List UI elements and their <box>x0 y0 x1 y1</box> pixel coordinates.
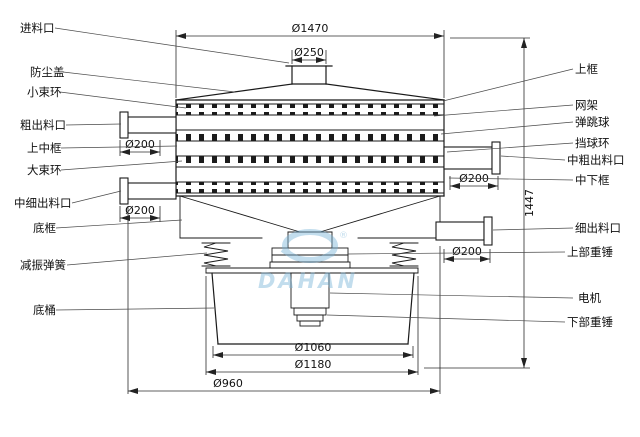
dim-outlet-left-lower-text: Ø200 <box>125 204 155 217</box>
dim-flange-text: Ø1180 <box>295 358 332 371</box>
dim-inlet-diameter: Ø250 <box>291 46 327 64</box>
base-drum <box>211 272 415 345</box>
label-bouncing-ball: 弹跳球 <box>575 115 610 129</box>
damping-spring-right <box>389 242 419 267</box>
dim-outlet-right-lower-text: Ø200 <box>452 245 482 258</box>
label-dust-cover: 防尘盖 <box>30 65 65 79</box>
dim-top-diameter-text: Ø1470 <box>292 22 329 35</box>
screen-band-2 <box>175 129 445 142</box>
label-mesh-frame: 网架 <box>575 98 598 112</box>
leader-upper-weight <box>347 251 566 255</box>
label-ball-stop-ring: 挡球环 <box>575 136 610 150</box>
leader-lower-weight <box>326 314 566 323</box>
dim-outlet-left-upper-text: Ø200 <box>125 138 155 151</box>
dim-total-height: 1447 <box>424 37 536 369</box>
leader-ball-stop-ring <box>446 142 574 153</box>
dim-outlet-left-upper: Ø200 <box>119 138 161 156</box>
dim-outlet-right-lower: Ø200 <box>443 245 491 263</box>
vibration-assembly <box>205 231 419 327</box>
label-mid-coarse-outlet: 中粗出料口 <box>567 153 625 167</box>
leader-fine-outlet <box>492 227 574 231</box>
damping-spring-left <box>201 242 231 267</box>
screen-band-1 <box>175 103 445 116</box>
label-fine-outlet: 细出料口 <box>575 221 621 235</box>
leader-lines <box>54 27 574 323</box>
label-small-clamp-ring: 小束环 <box>27 85 62 99</box>
leader-mid-lower-frame <box>448 177 574 181</box>
outlet-spout-right-lower <box>435 216 493 246</box>
label-damping-spring: 减振弹簧 <box>20 258 66 272</box>
leader-damping-spring <box>66 252 208 266</box>
dim-base-upper-diameter: Ø1060 <box>212 341 414 358</box>
leader-mid-coarse-outlet <box>500 155 566 161</box>
logo-swirl-icon <box>282 229 338 263</box>
dimensions: Ø1470 Ø250 Ø200 Ø200 Ø200 <box>119 22 536 394</box>
feed-inlet <box>285 65 333 85</box>
label-base-drum: 底桶 <box>33 303 56 317</box>
leader-mesh-frame <box>433 104 574 117</box>
watermark-logo: DAHAN ® <box>258 229 358 293</box>
label-feed-inlet: 进料口 <box>20 21 55 35</box>
label-upper-middle-frame: 上中框 <box>27 141 62 155</box>
leader-large-clamp-ring <box>60 160 183 171</box>
leader-motor <box>329 292 574 299</box>
leader-bottom-frame <box>55 219 183 229</box>
leader-feed-inlet <box>54 27 290 64</box>
leader-small-clamp-ring <box>59 91 187 109</box>
label-bottom-frame: 底框 <box>33 221 56 235</box>
outlet-spout-left-upper <box>119 111 177 139</box>
leader-upper-middle-frame <box>60 145 178 149</box>
dim-base-lower-text: Ø960 <box>213 377 243 390</box>
label-lower-weight: 下部重锤 <box>567 315 613 329</box>
dim-base-upper-text: Ø1060 <box>295 341 332 354</box>
screen-band-3 <box>175 155 445 168</box>
label-coarse-outlet: 粗出料口 <box>20 118 66 132</box>
label-upper-weight: 上部重锤 <box>567 245 613 259</box>
label-large-clamp-ring: 大束环 <box>27 163 62 177</box>
label-mid-fine-outlet: 中细出料口 <box>14 196 72 210</box>
outlet-spout-right-upper <box>443 141 501 175</box>
dim-inlet-diameter-text: Ø250 <box>294 46 324 59</box>
dim-flange-diameter: Ø1180 <box>205 276 419 375</box>
part-labels: 进料口 防尘盖 小束环 粗出料口 上中框 大束环 中细出料口 底框 减振弹簧 底… <box>14 21 625 329</box>
label-motor: 电机 <box>578 291 601 305</box>
logo-swoosh-icon <box>280 248 335 262</box>
dim-base-lower-diameter: Ø960 <box>127 206 441 394</box>
screen-band-4 <box>175 181 445 194</box>
leader-coarse-outlet <box>65 123 122 126</box>
label-mid-lower-frame: 中下框 <box>575 173 610 187</box>
dim-outlet-left-lower: Ø200 <box>119 204 161 222</box>
leader-bouncing-ball <box>440 121 574 135</box>
lower-weight-disc-3 <box>299 320 321 327</box>
watermark-brand-text: DAHAN <box>258 269 358 293</box>
leader-base-drum <box>55 307 215 311</box>
leader-upper-frame <box>442 68 574 102</box>
leader-dust-cover <box>62 71 236 93</box>
dim-total-height-text: 1447 <box>523 189 536 217</box>
watermark-registered-mark: ® <box>339 231 348 241</box>
machine-drawing <box>119 65 501 345</box>
dim-top-diameter: Ø1470 <box>175 22 445 98</box>
leader-mid-fine-outlet <box>71 190 122 204</box>
label-upper-frame: 上框 <box>575 62 598 76</box>
